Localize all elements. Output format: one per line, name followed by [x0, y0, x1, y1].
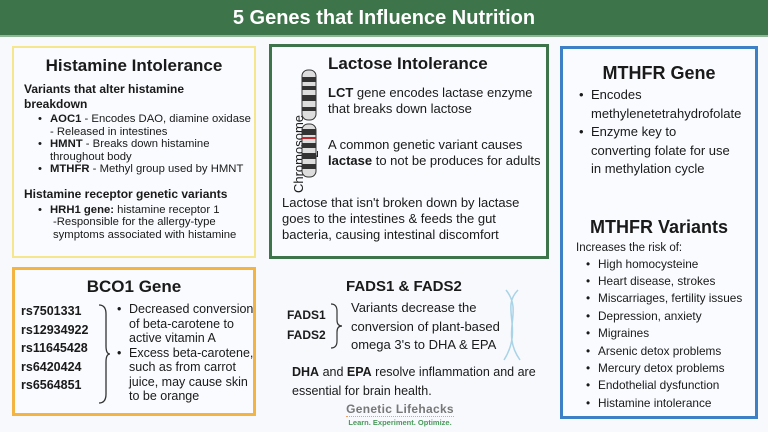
risk-item: Miscarriages, fertility issues [584, 290, 755, 308]
snp-id: rs6420424 [21, 359, 82, 374]
logo: Genetic Lifehacks Learn. Experiment. Opt… [346, 402, 454, 427]
snp-id: rs12934922 [21, 322, 89, 337]
list-item: HRH1 gene: histamine receptor 1-Responsi… [36, 204, 254, 242]
fads-text: Variants decrease the conversion of plan… [351, 300, 500, 352]
mthfr-title: MTHFR Gene [602, 63, 716, 83]
list-item: AOC1 - Encodes DAO, diamine oxidase- Rel… [36, 113, 254, 138]
risk-item: Endothelial dysfunction [584, 377, 755, 395]
variant-text: A common genetic variant causes lactase … [328, 137, 541, 168]
snp-id: rs7501331 [21, 304, 82, 318]
list-item: Decreased conversion of beta-carotene to… [115, 302, 260, 346]
risk-list: High homocysteineHeart disease, strokesM… [584, 256, 755, 413]
risk-intro: Increases the risk of: [576, 241, 683, 254]
list-item: Excess beta-carotene, such as from carro… [115, 346, 260, 404]
histamine-title: Histamine Intolerance [45, 56, 223, 75]
lct-text: LCT gene encodes lactase enzyme that bre… [328, 85, 533, 116]
snp-id: rs11645428 [21, 341, 88, 355]
lactose-panel: Chromosome 2 Lactose Intolerance LCT gen… [269, 44, 549, 259]
snp-id: rs6564851 [21, 378, 82, 392]
lactose-footer-text: Lactose that isn't broken down by lactas… [282, 195, 520, 242]
fads-summary: DHA and EPA resolve inflammation and are… [292, 365, 536, 398]
bco1-bullets: Decreased conversion of beta-carotene to… [115, 302, 260, 404]
mthfr-variants-title: MTHFR Variants [589, 216, 729, 237]
histamine-panel: Histamine Intolerance Variants that alte… [12, 46, 256, 258]
snp-list: rs7501331 rs12934922 rs11645428 rs6420424 rs… [21, 302, 88, 395]
list-item: Enzyme key to converting folate for use … [577, 123, 737, 179]
bco1-title: BCO1 Gene [86, 277, 182, 296]
histamine-subhead: Variants that alter histamine breakdown [24, 82, 185, 111]
chromosome-icon [301, 69, 317, 178]
risk-item: Mercury detox problems [584, 360, 755, 378]
list-item: Encodes methylenetetrahydrofolate [577, 86, 755, 123]
dna-helix-icon [503, 289, 521, 361]
risk-item: Heart disease, strokes [584, 273, 755, 291]
fads-title: FADS1 & FADS2 [346, 278, 462, 295]
receptor-subhead: Histamine receptor genetic variants [24, 186, 228, 201]
page-title: 5 Genes that Influence Nutrition [0, 0, 768, 37]
brace-icon [330, 303, 343, 349]
risk-item: High homocysteine [584, 256, 755, 274]
brace-icon [98, 304, 111, 404]
list-item: HMNT - Breaks down histamine throughout … [36, 138, 254, 163]
lactose-title: Lactose Intolerance [328, 54, 488, 73]
risk-item: Histamine intolerance [584, 395, 755, 413]
mthfr-panel: MTHFR Gene Encodes methylenetetrahydrofo… [560, 46, 758, 419]
risk-item: Depression, anxiety [584, 308, 755, 326]
risk-item: Arsenic detox problems [584, 343, 755, 361]
risk-item: Migraines [584, 325, 755, 343]
list-item: MTHFR - Methyl group used by HMNT [36, 163, 254, 176]
